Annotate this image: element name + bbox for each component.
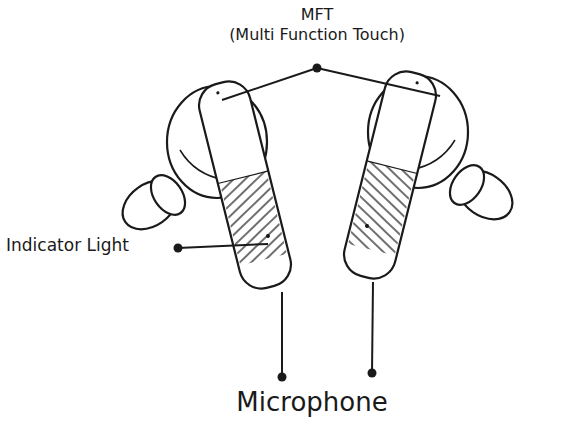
part-label: (Multi Function Touch)	[229, 26, 405, 44]
part-label: Indicator Light	[6, 236, 129, 256]
part-label: Microphone	[236, 388, 387, 418]
part-label: MFT	[301, 6, 334, 24]
right-earbud	[339, 67, 521, 283]
left-earbud	[113, 77, 295, 293]
leader-lines	[174, 64, 441, 382]
